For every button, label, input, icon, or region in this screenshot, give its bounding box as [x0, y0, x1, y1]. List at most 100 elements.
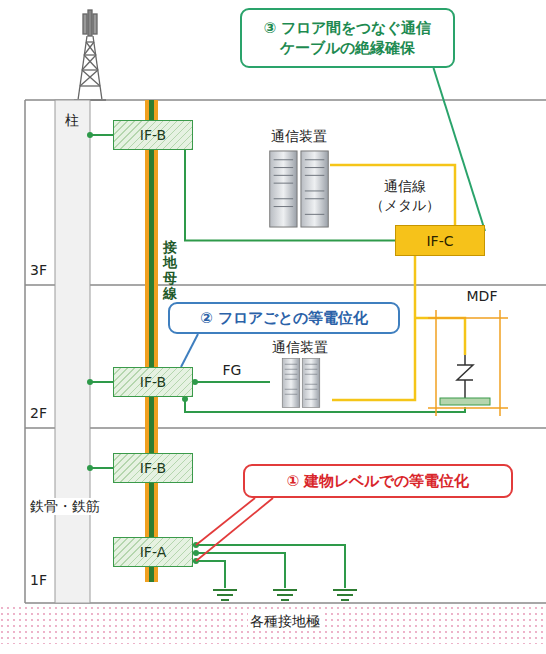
- drawing-part: [87, 132, 93, 138]
- callout-box: ② フロアごとの等電位化: [168, 302, 400, 334]
- interface-box: IF-B: [113, 367, 193, 397]
- drawing-part: [87, 379, 93, 385]
- drawing-part: [93, 14, 97, 34]
- drawing-part: [82, 55, 96, 70]
- drawing-part: [193, 381, 270, 383]
- label-text: （メタル）: [370, 197, 440, 214]
- drawing-part: [145, 100, 158, 582]
- drawing-part: [270, 151, 329, 227]
- label-text: 通信線: [384, 178, 426, 195]
- label-text: MDF: [467, 288, 498, 305]
- drawing-part: [93, 36, 102, 100]
- interface-box: IF-B: [113, 120, 193, 150]
- node-text: ② フロアごとの等電位化: [200, 308, 368, 328]
- connector-line: [434, 68, 486, 231]
- drawing-part: [90, 467, 113, 469]
- drawing-part: [337, 594, 353, 596]
- drawing-part: [86, 41, 94, 42]
- drawing-part: [457, 355, 473, 398]
- label-text: FG: [223, 362, 242, 379]
- drawing-part: [88, 10, 92, 36]
- drawing-part: [415, 318, 465, 355]
- drawing-part: [84, 54, 96, 55]
- drawing-part: [193, 561, 225, 588]
- node-text: IF-A: [140, 544, 167, 560]
- drawing-part: [87, 465, 93, 471]
- drawing-part: [84, 55, 98, 70]
- drawing-part: [440, 398, 490, 405]
- drawing-part: [90, 381, 113, 383]
- drawing-part: [213, 589, 237, 591]
- drawing-part: [193, 545, 345, 588]
- drawing-part: [90, 134, 113, 136]
- drawing-part: [333, 589, 357, 591]
- drawing-part: [499, 310, 501, 416]
- drawing-part: [341, 599, 349, 601]
- drawing-part: [428, 317, 508, 319]
- bonding-wires: [90, 135, 465, 588]
- drawing-part: [86, 42, 96, 55]
- drawing-part: [217, 594, 233, 596]
- drawing-part: [25, 99, 546, 101]
- connector: [434, 68, 486, 231]
- node-text: IF-B: [140, 374, 166, 390]
- comm-equipment: [270, 151, 329, 407]
- drawing-part: [193, 553, 285, 588]
- label-text: 通信装置: [271, 128, 327, 145]
- drawing-part: [80, 85, 100, 86]
- drawing-part: [193, 550, 199, 556]
- drawing-part: [25, 427, 546, 429]
- metal-comm-lines: [330, 165, 465, 400]
- drawing-part: [428, 407, 508, 409]
- drawing-part: [281, 599, 289, 601]
- label-text: 各種接地極: [248, 613, 322, 630]
- node-text: IF-B: [140, 127, 166, 143]
- interface-box: IF-C: [395, 225, 485, 256]
- drawing-part: [55, 100, 90, 603]
- node-text: ① 建物レベルでの等電位化: [287, 471, 470, 491]
- mdf-symbol: [428, 310, 508, 416]
- connector: [185, 150, 395, 241]
- drawing-part: [0, 604, 546, 644]
- node-text: IF-C: [426, 233, 453, 249]
- label-text: 鉄骨・鉄筋: [28, 498, 102, 515]
- drawing-part: [185, 397, 465, 412]
- drawing-part: [82, 69, 98, 70]
- bond-dots: [87, 132, 199, 564]
- label-text: 接地母線: [163, 240, 177, 302]
- connector: [181, 334, 198, 367]
- node-text: IF-B: [140, 460, 166, 476]
- ground-bus: [145, 100, 158, 582]
- interface-box: IF-B: [113, 453, 193, 483]
- label-text: 3F: [30, 262, 47, 279]
- connector-line: [196, 498, 273, 561]
- drawing-part: [282, 359, 320, 408]
- ground-area: [0, 604, 546, 644]
- drawing-part: [84, 42, 94, 55]
- label-text: 通信装置: [272, 339, 328, 356]
- connector-line: [181, 334, 198, 367]
- drawing-part: [78, 36, 87, 100]
- label-text: 1F: [30, 572, 47, 589]
- drawing-part: [25, 602, 546, 604]
- drawing-part: [80, 70, 98, 86]
- interface-box: IF-A: [113, 537, 193, 567]
- callout-box: ③ フロア間をつなぐ通信 ケーブルの絶縁確保: [240, 8, 455, 68]
- ground-electrodes: [213, 590, 357, 600]
- antenna-tower: [74, 10, 106, 100]
- drawing-part: [273, 589, 297, 591]
- drawing-part: [83, 14, 87, 34]
- node-text: ③ フロア間をつなぐ通信 ケーブルの絶縁確保: [250, 18, 445, 59]
- callout-box: ① 建物レベルでの等電位化: [243, 464, 513, 498]
- drawing-part: [330, 165, 455, 225]
- drawing-part: [435, 310, 437, 416]
- connector: [196, 498, 273, 561]
- column: [55, 100, 90, 603]
- drawing-part: [149, 100, 154, 582]
- drawing-part: [25, 284, 546, 286]
- label-text: 2F: [30, 405, 47, 422]
- drawing-part: [24, 100, 26, 603]
- label-text: 柱: [65, 112, 79, 129]
- drawing-part: [428, 310, 508, 416]
- drawing-part: [277, 594, 293, 596]
